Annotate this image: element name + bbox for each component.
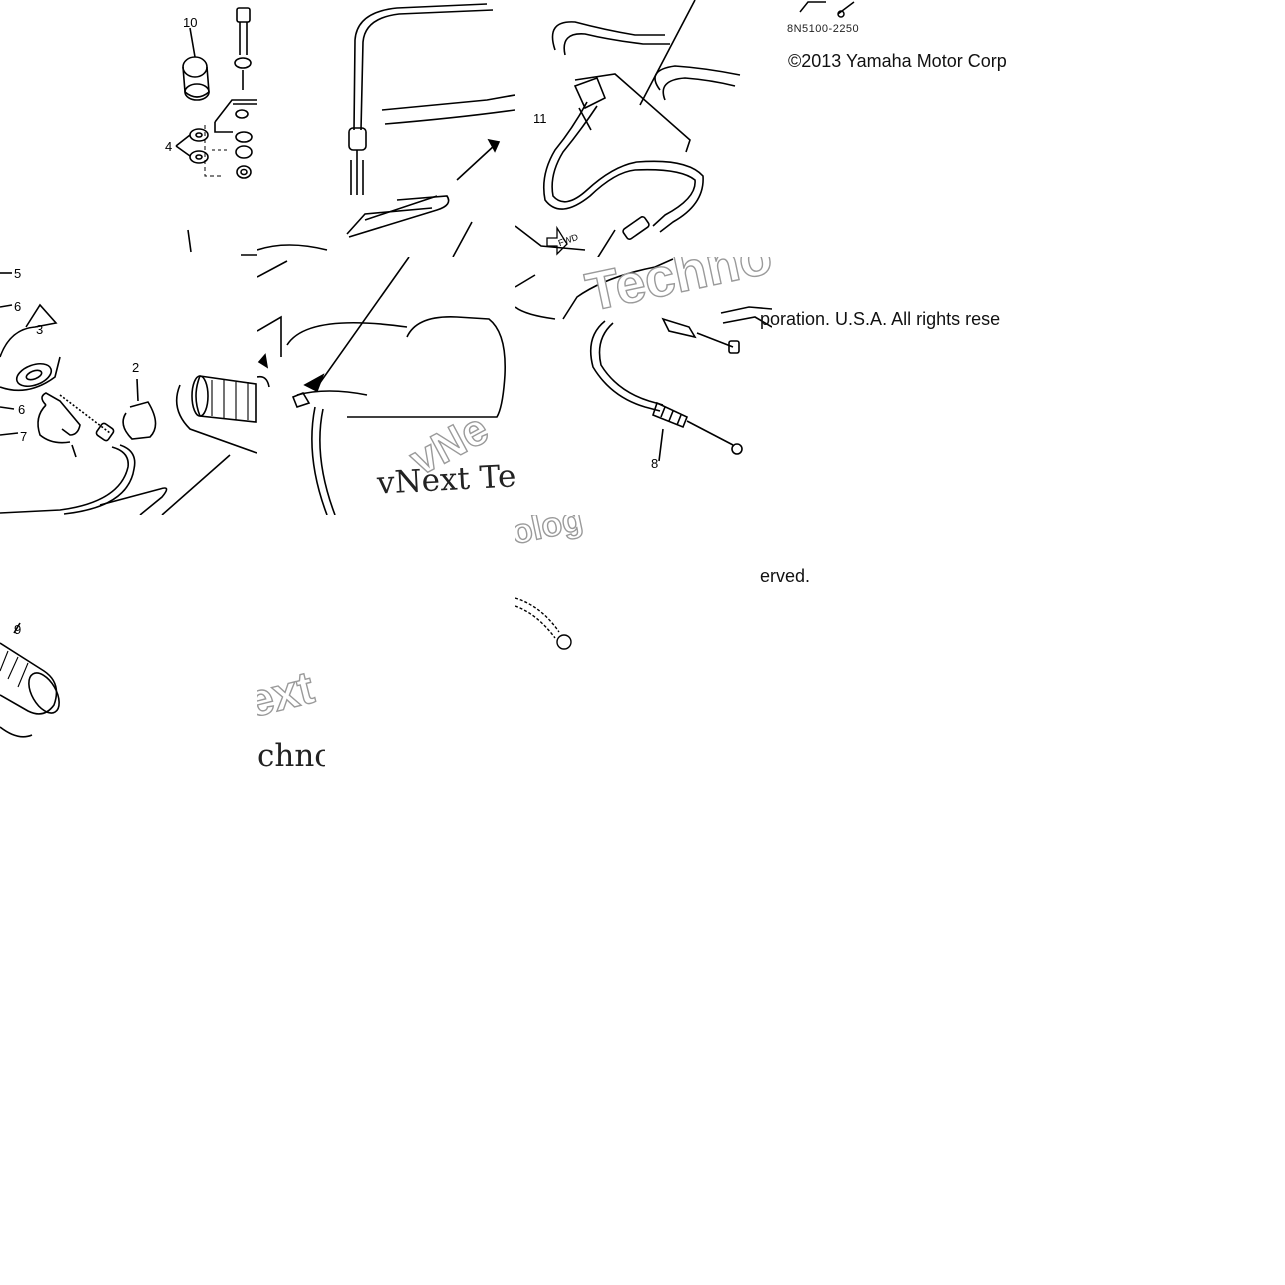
diagram-tile-hardware (175, 7, 257, 256)
watermark-clip-olog: olog (515, 515, 585, 545)
callout-7: 7 (20, 429, 28, 444)
handlebar-grip-icon (191, 375, 257, 423)
watermark-outline-ext: ext (257, 665, 319, 728)
callout-4: 4 (165, 139, 173, 154)
watermark-clip-lower: ext chnc (257, 665, 325, 775)
diagram-tile-cable-8 (515, 258, 772, 462)
callout-11: 11 (533, 111, 547, 126)
callout-6b: 6 (18, 402, 26, 417)
diagram-tile-handlebar (257, 257, 506, 515)
callout-9: 9 (14, 622, 22, 637)
diagram-tile-rear (799, 1, 855, 18)
part-code: 8N5100-2250 (787, 23, 860, 35)
diagram-tile-knob (515, 597, 572, 650)
watermark-clip-center: vNext Te vNe (257, 257, 515, 515)
callout-3: 3 (36, 322, 44, 337)
callout-2: 2 (132, 360, 140, 375)
diagram-tile-cable-top (257, 3, 515, 257)
diagram-tile-cable-11 (515, 0, 741, 257)
copyright-line-1: ©2013 Yamaha Motor Corp (788, 51, 1007, 71)
watermark-outline-olog: olog (515, 515, 585, 545)
callout-6a: 6 (14, 299, 22, 314)
callout-5: 5 (14, 266, 22, 281)
copyright-line-2: poration. U.S.A. All rights rese (760, 309, 1001, 329)
diagram-tile-throttle (0, 272, 257, 515)
callout-8: 8 (651, 456, 659, 471)
watermark-serif-2: chnc (257, 738, 325, 774)
watermark-clip-right: Techno (515, 257, 772, 357)
copyright-line-3: erved. (760, 566, 811, 586)
callout-10: 10 (183, 15, 198, 30)
diagram-tile-grip-9 (0, 622, 60, 738)
watermark-outline-techno: Techno (580, 257, 772, 324)
